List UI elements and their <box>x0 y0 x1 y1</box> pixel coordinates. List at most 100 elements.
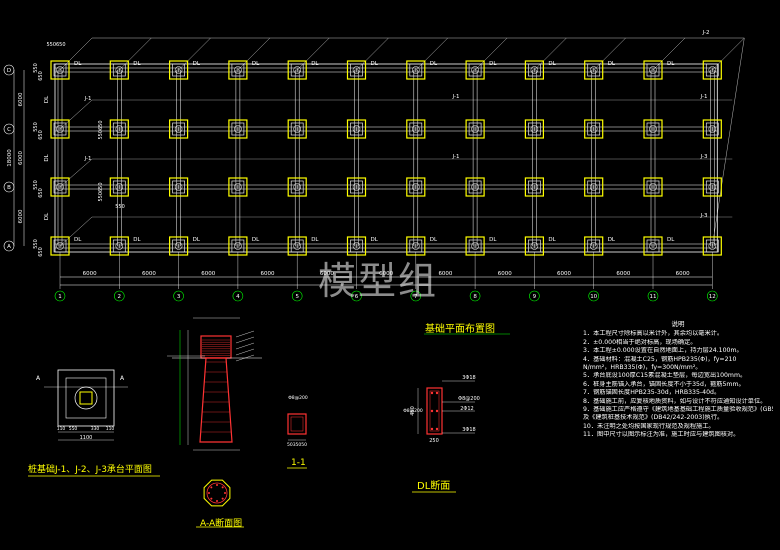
col-axis-label: 11 <box>650 294 657 300</box>
leader-line <box>235 342 255 350</box>
diagonal-line <box>59 99 93 130</box>
pile-cap <box>109 119 129 139</box>
beam-label: DL <box>311 237 319 243</box>
span-dim: 6000 <box>379 271 393 277</box>
beam-label: DL <box>44 212 50 220</box>
pile-cap <box>50 177 70 197</box>
section11-inner <box>290 416 304 432</box>
pile <box>530 242 539 250</box>
beam-tag: J-1 <box>84 156 92 162</box>
octagon-pile <box>203 479 231 507</box>
rebar-dot <box>221 486 224 489</box>
plan-title: 基础平面布置图 <box>425 324 495 335</box>
dl-depth: 450 <box>410 406 416 416</box>
beam-label: DL <box>193 237 201 243</box>
pile-cap <box>406 60 426 80</box>
dl-top-rebar: 3Φ18 <box>462 375 475 381</box>
pile-cap <box>584 119 604 139</box>
pile-shaft <box>199 357 233 443</box>
row-axis-label: D <box>7 68 11 74</box>
pile-cap-inner <box>350 63 363 77</box>
pile <box>411 183 420 191</box>
note-line: 及《建筑桩基技术规范》(DB42/242-2003)执行。 <box>583 414 724 422</box>
pad-dim: 650 <box>38 247 44 257</box>
pile <box>411 66 420 74</box>
pile <box>115 183 124 191</box>
pile-cap <box>584 60 604 80</box>
pile-cap-inner <box>409 122 423 136</box>
pile-rebar-ring <box>206 482 228 504</box>
pile <box>174 242 183 250</box>
col-axis-label: 9 <box>533 294 537 300</box>
diagonal-line <box>119 37 152 71</box>
col-axis-label: 12 <box>709 294 716 300</box>
pile <box>293 183 302 191</box>
pile-cap-inner <box>705 63 719 77</box>
pile-cap-inner <box>587 63 601 77</box>
pile <box>708 183 717 191</box>
dl-width: 250 <box>429 438 439 444</box>
pile-cap-inner <box>409 63 423 77</box>
beam-label: DL <box>667 61 675 67</box>
pile-cap-inner <box>468 63 482 77</box>
pile-cap <box>524 60 545 80</box>
pile-cap-inner <box>468 180 482 194</box>
beam-label: DL <box>548 237 556 243</box>
rebar-dot <box>435 391 439 395</box>
cap-sub-dim: 110 <box>106 426 115 432</box>
pile-cap-inner <box>705 122 719 136</box>
col-axis-bubble <box>54 290 66 302</box>
beam-label: DL <box>133 61 141 67</box>
span-dim: 6000 <box>557 271 571 277</box>
row-axis-label: A <box>7 244 11 250</box>
note-line: 6．桩身主筋锚入承台，锚固长度不小于35d，箍筋5mm。 <box>583 380 745 388</box>
pile <box>234 183 242 191</box>
pile-cap <box>287 60 307 80</box>
beam-tag: J-3 <box>700 154 708 160</box>
row-axis-bubble <box>3 64 15 76</box>
pile <box>234 242 242 250</box>
beam-label: DL <box>489 61 497 67</box>
pile-cap <box>228 60 248 80</box>
pile <box>293 66 302 74</box>
beam-tag: J-2 <box>702 30 710 36</box>
dl-stirrup <box>429 390 440 432</box>
beam-label: DL <box>430 61 438 67</box>
pad-dim: 550 <box>33 239 39 249</box>
beam-label: DL <box>608 61 616 67</box>
pile <box>530 183 539 191</box>
section-11-title: 1-1 <box>291 458 306 468</box>
pile <box>708 242 717 250</box>
note-line: 3．本工程±0.000设置在自然地面上，持力层24.100m。 <box>583 347 743 355</box>
dl-stirrup-label: Φ8@200 <box>458 396 480 402</box>
diagonal-line <box>178 37 211 71</box>
note-line: 4．基础材料：混凝土C25，钢筋HPB235(Φ)，fy=210 <box>583 355 737 363</box>
cap-column <box>79 391 93 405</box>
section-marker: A <box>120 375 125 382</box>
beam-tag: J-1 <box>700 94 708 100</box>
pile-cap-inner <box>112 180 126 194</box>
pile <box>234 66 242 74</box>
span-dim: 6000 <box>201 271 215 277</box>
pile <box>234 125 242 133</box>
note-line: 9．基础施工应严格遵守《建筑地基基础工程施工质量验收规范》(GB50202-20… <box>583 406 773 414</box>
col-axis-label: 2 <box>118 294 122 300</box>
pile <box>174 66 183 74</box>
pad-dim: 650 <box>38 130 44 140</box>
beam-label: DL <box>370 237 378 243</box>
pile-cap-inner <box>350 180 363 194</box>
pile-cap <box>465 60 485 80</box>
diagonal-line <box>415 37 448 71</box>
pile-cap-inner <box>528 180 541 194</box>
cap-width-dim: 1100 <box>80 435 93 441</box>
pile <box>352 125 361 133</box>
row-axis-bubble <box>3 240 15 252</box>
pile-cap-inner <box>231 122 245 136</box>
pile-cap <box>702 60 722 80</box>
col-axis-bubble <box>647 290 659 302</box>
col-axis-bubble <box>291 290 303 302</box>
rebar-dot <box>435 427 439 431</box>
col-axis-label: 6 <box>355 294 359 300</box>
pile-cap <box>50 60 70 80</box>
